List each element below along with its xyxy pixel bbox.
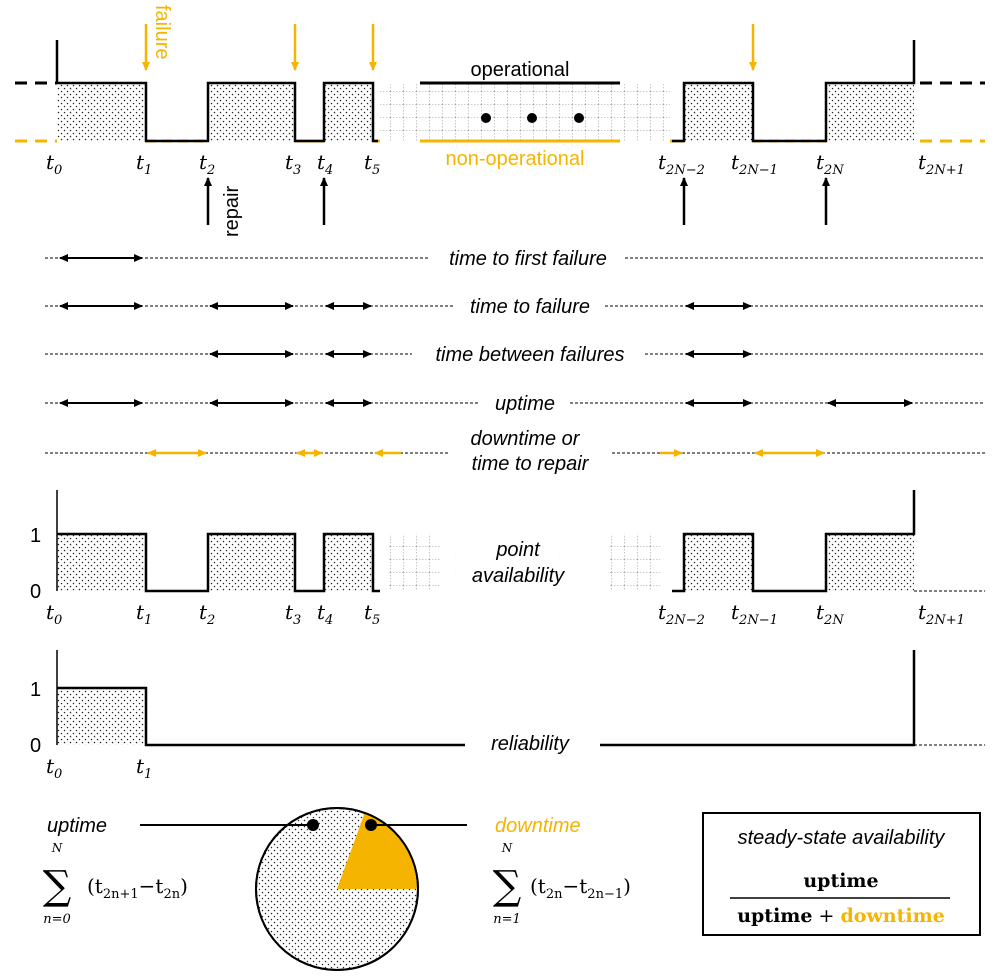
up-block — [684, 534, 753, 591]
steady-state-numerator: uptime — [803, 870, 878, 892]
tick-label: t2N+1 — [918, 150, 965, 178]
tick-label: t1 — [136, 600, 152, 628]
ellipsis-dot — [481, 113, 491, 123]
up-block — [826, 534, 914, 591]
ellipsis-dot — [574, 113, 584, 123]
svg-text:∑: ∑ — [493, 863, 522, 909]
steady-state-denominator: uptime + downtime — [737, 905, 945, 927]
tick-label: t2 — [199, 600, 215, 628]
row-label-uptime: uptime — [495, 393, 555, 415]
row-label-first-failure: time to first failure — [449, 248, 607, 270]
availability-waveform-right — [672, 490, 916, 593]
tick-label: t3 — [285, 150, 301, 178]
nonoperational-label: non-operational — [446, 148, 585, 170]
tick-label: t2N−2 — [658, 150, 705, 178]
tick-label: t5 — [364, 150, 380, 178]
up-block — [684, 83, 753, 141]
tick-label: t2N−1 — [731, 600, 778, 628]
tick-label: t2 — [199, 150, 215, 178]
up-block — [208, 534, 295, 591]
availability-label-2: availability — [472, 565, 565, 587]
tick-label: t2N — [816, 150, 844, 178]
steady-state-title: steady-state availability — [738, 827, 946, 849]
row-label-to-failure: time to failure — [470, 296, 590, 318]
availability-waveform-left — [57, 532, 380, 593]
reliability-curve — [600, 650, 916, 747]
svg-text:∑: ∑ — [43, 863, 72, 909]
tick-label: t3 — [285, 600, 301, 628]
tick-label: t4 — [317, 600, 333, 628]
operational-label: operational — [471, 59, 570, 81]
ellipsis-dot — [527, 113, 537, 123]
svg-text:n=1: n=1 — [493, 912, 521, 927]
row-label-downtime-1: downtime or — [471, 428, 581, 450]
tick-labels-availability: t0 t1 t2 t3 t4 t5 t2N−2 t2N−1 t2N t2N+1 — [46, 600, 965, 628]
pie-outline — [255, 807, 419, 971]
y-tick-zero: 0 — [30, 735, 41, 757]
up-block — [826, 83, 914, 141]
tick-label: t0 — [46, 754, 62, 782]
tick-label: t5 — [364, 600, 380, 628]
pie-downtime-slice — [337, 812, 417, 889]
pie-uptime-label: uptime — [47, 815, 107, 837]
tick-label: t2N+1 — [918, 600, 965, 628]
tick-label: t0 — [46, 600, 62, 628]
tick-label: t2N — [816, 600, 844, 628]
point-availability-plot: 1 0 point availability — [30, 490, 985, 603]
tick-label: t4 — [317, 150, 333, 178]
svg-text:(t2n−t2n−1): (t2n−t2n−1) — [530, 874, 631, 902]
state-waveform-right — [672, 40, 916, 143]
svg-text:(t2n+1−t2n): (t2n+1−t2n) — [87, 874, 188, 902]
up-block — [208, 83, 295, 141]
y-tick-one: 1 — [30, 679, 41, 701]
pie-downtime-label: downtime — [495, 815, 581, 837]
state-waveform-left — [55, 40, 378, 143]
svg-text:n=0: n=0 — [43, 912, 71, 927]
tick-label: t1 — [136, 150, 152, 178]
up-block — [57, 688, 146, 745]
row-label-between-failures: time between failures — [436, 344, 625, 366]
steady-state-box: steady-state availability uptime uptime … — [702, 812, 981, 936]
uptime-downtime-pie: uptime downtime N ∑ n=0 (t2n+1−t2n) N ∑ … — [43, 807, 631, 971]
failure-label: failure — [151, 5, 173, 59]
tick-label: t0 — [46, 150, 62, 178]
up-block — [57, 83, 146, 141]
tick-label: t1 — [136, 754, 152, 782]
state-timeline: operational non-operational failure repa… — [15, 5, 985, 237]
up-block — [324, 534, 373, 591]
up-block — [57, 534, 146, 591]
y-tick-zero: 0 — [30, 581, 41, 603]
reliability-plot: 1 0 reliability t0 t1 — [30, 650, 985, 782]
reliability-curve — [57, 686, 465, 747]
availability-label-1: point — [495, 539, 541, 561]
repair-label: repair — [221, 186, 243, 237]
up-block — [324, 83, 373, 141]
tick-label: t2N−1 — [731, 150, 778, 178]
row-label-downtime-2: time to repair — [472, 453, 590, 475]
reliability-label: reliability — [491, 733, 570, 755]
downtime-sum-formula: N ∑ n=1 (t2n−t2n−1) — [493, 841, 631, 927]
interval-rows: time to first failure time to failure ti… — [45, 248, 985, 475]
tick-labels-top: t0 t1 t2 t3 t4 t5 t2N−2 t2N−1 t2N t2N+1 — [46, 150, 965, 178]
y-tick-one: 1 — [30, 525, 41, 547]
svg-text:N: N — [501, 841, 513, 855]
omitted-interval-grid — [380, 83, 670, 141]
uptime-sum-formula: N ∑ n=0 (t2n+1−t2n) — [43, 841, 188, 927]
svg-text:N: N — [51, 841, 63, 855]
tick-label: t2N−2 — [658, 600, 705, 628]
